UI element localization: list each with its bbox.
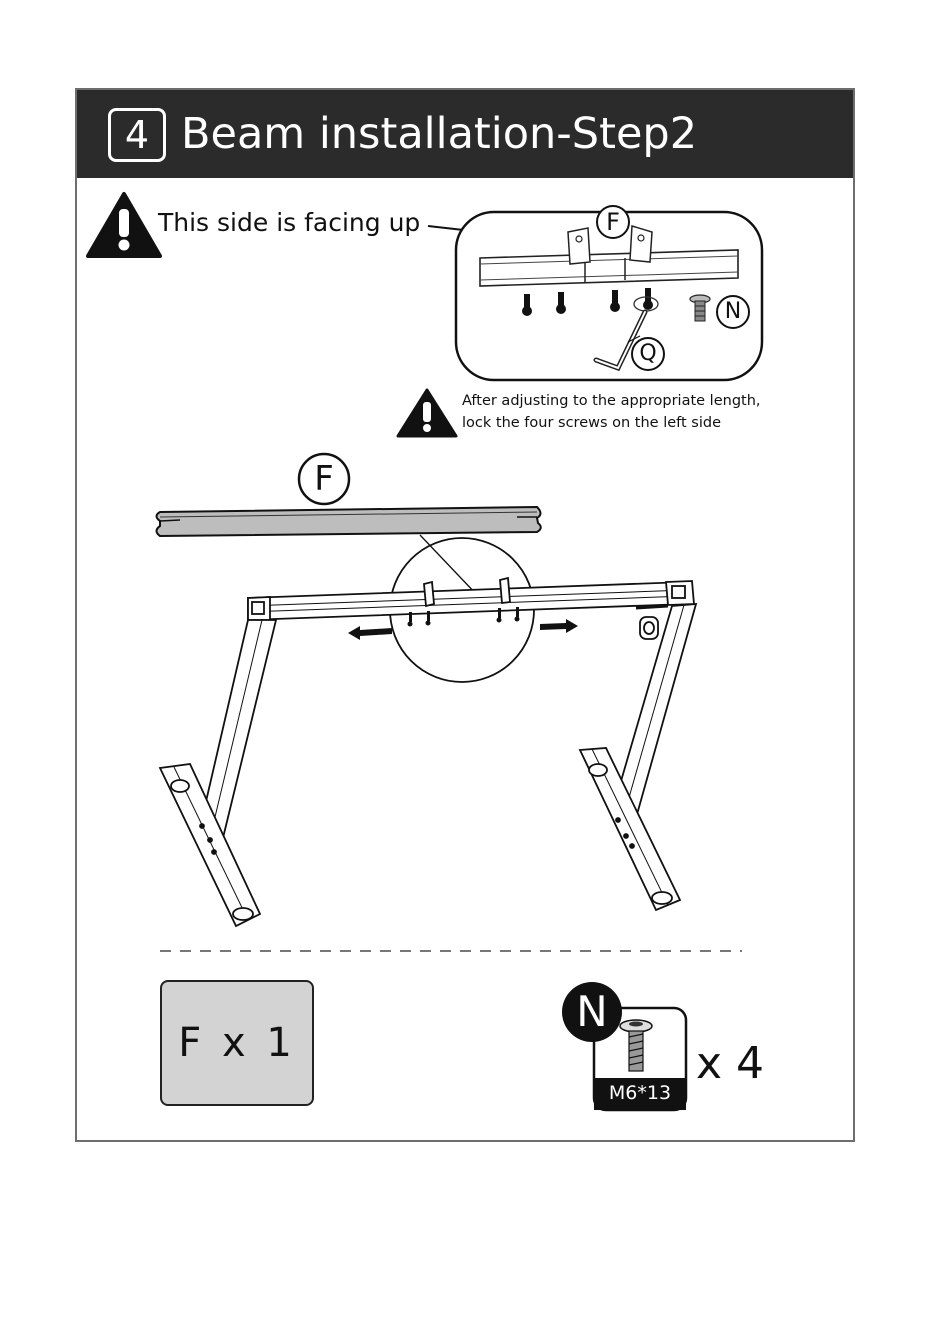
- screw-size: M6*13: [596, 1080, 684, 1106]
- adjust-warning: After adjusting to the appropriate lengt…: [462, 390, 761, 434]
- adjust-warning-line2: lock the four screws on the left side: [462, 412, 761, 434]
- adjust-warning-line1: After adjusting to the appropriate lengt…: [462, 390, 761, 412]
- warning-icon: [88, 194, 160, 256]
- part-f-quantity: F x 1: [160, 980, 314, 1106]
- screw-letter: N: [562, 984, 622, 1040]
- facing-up-warning: This side is facing up: [158, 206, 420, 240]
- warning-icon-2: [398, 390, 456, 436]
- callout-f-main: F: [299, 456, 349, 502]
- desk-frame: [160, 578, 696, 926]
- adjust-arrows: [348, 619, 578, 640]
- beam-part-f: [157, 507, 541, 596]
- callout-q-detail: Q: [632, 337, 664, 371]
- screw-quantity: x 4: [696, 1036, 764, 1092]
- callout-f-detail: F: [597, 205, 629, 239]
- callout-n-detail: N: [717, 295, 749, 329]
